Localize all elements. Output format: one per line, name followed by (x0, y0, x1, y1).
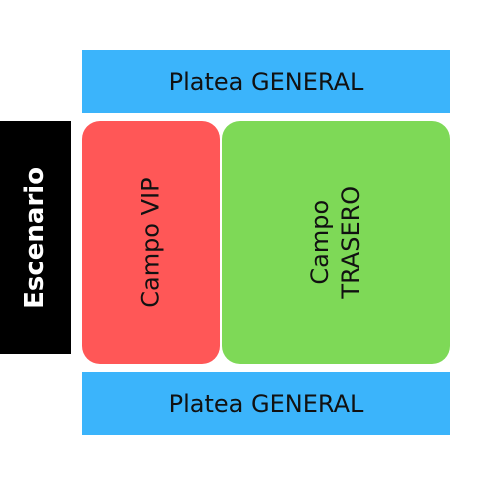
campo-trasero-label-line2: TRASERO (337, 186, 365, 299)
escenario-stage: Escenario (0, 121, 71, 354)
campo-vip-label: Campo VIP (136, 177, 165, 308)
platea-general-top-label: Platea GENERAL (168, 67, 364, 96)
campo-trasero: Campo TRASERO (222, 121, 450, 364)
platea-general-bottom-label: Platea GENERAL (168, 389, 364, 418)
campo-vip: Campo VIP (82, 121, 220, 364)
campo-trasero-label-line1: Campo (305, 200, 334, 285)
escenario-label: Escenario (19, 166, 50, 309)
campo-trasero-label: Campo TRASERO (305, 186, 367, 299)
platea-general-top: Platea GENERAL (82, 50, 450, 113)
platea-general-bottom: Platea GENERAL (82, 372, 450, 435)
